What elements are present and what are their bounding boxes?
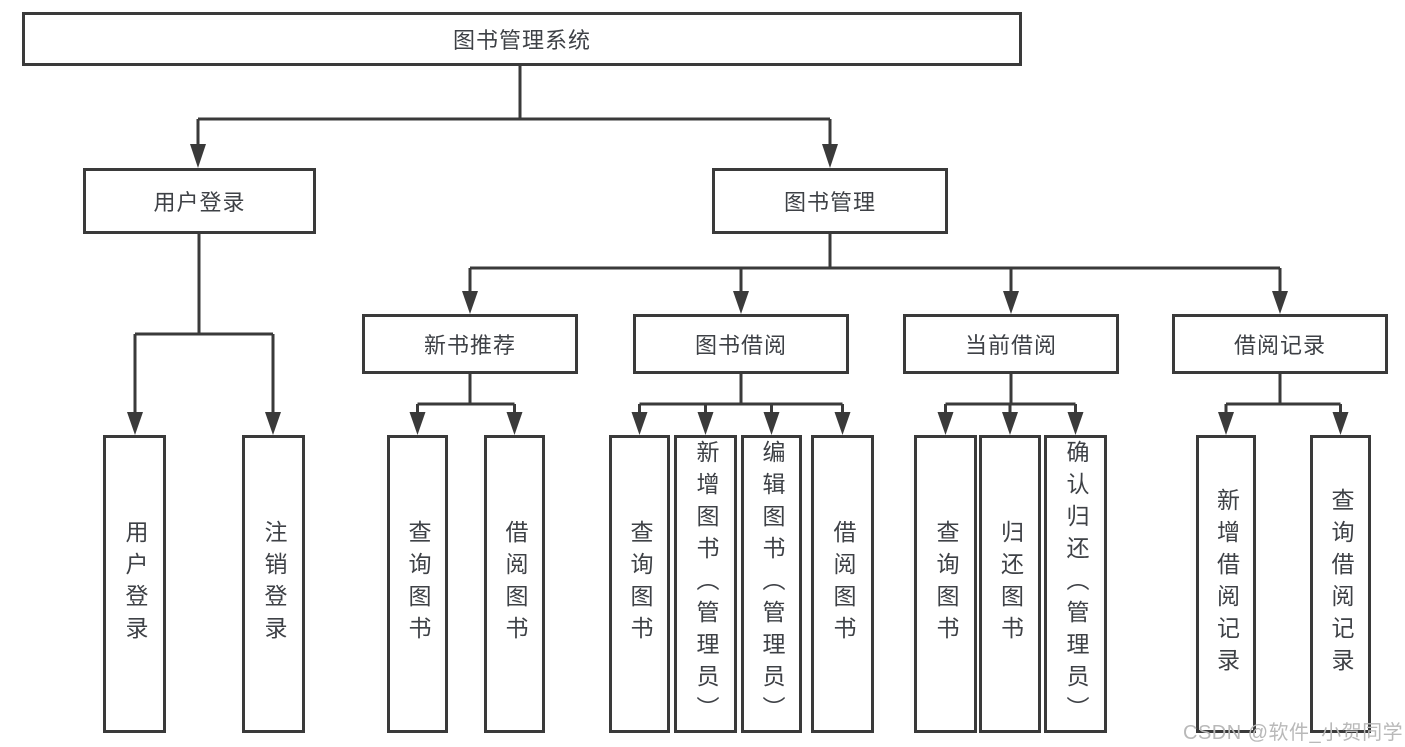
- leaf-edit-book-admin: 编辑图书（管理员）: [741, 435, 802, 733]
- leaf-logout: 注销登录: [242, 435, 305, 733]
- leaf-confirm-return-admin-label: 确认归还（管理员）: [1063, 440, 1089, 728]
- leaf-query-books-current: 查询图书: [914, 435, 977, 733]
- leaf-borrow-books: 借阅图书: [811, 435, 874, 733]
- csdn-watermark: CSDN @软件_小贺同学: [1183, 722, 1404, 744]
- leaf-borrow-books-recommend-label: 借阅图书: [502, 520, 528, 648]
- leaf-query-borrow-record: 查询借阅记录: [1310, 435, 1371, 733]
- leaf-query-books-borrow: 查询图书: [609, 435, 670, 733]
- leaf-add-book-admin: 新增图书（管理员）: [674, 435, 737, 733]
- leaf-add-book-admin-label: 新增图书（管理员）: [693, 440, 719, 728]
- node-new-book-recommend-label: 新书推荐: [423, 333, 516, 358]
- node-book-borrow-label: 图书借阅: [694, 333, 787, 358]
- node-current-borrow-label: 当前借阅: [964, 333, 1057, 358]
- leaf-query-books-recommend-label: 查询图书: [405, 520, 431, 648]
- leaf-query-books-current-label: 查询图书: [933, 520, 959, 648]
- node-user-login: 用户登录: [83, 168, 316, 234]
- node-book-management-label: 图书管理: [783, 190, 876, 215]
- leaf-add-borrow-record-label: 新增借阅记录: [1213, 488, 1240, 680]
- node-user-login-label: 用户登录: [153, 190, 246, 215]
- leaf-query-books-recommend: 查询图书: [387, 435, 448, 733]
- node-root-system-label: 图书管理系统: [452, 28, 591, 53]
- node-current-borrow: 当前借阅: [903, 314, 1119, 374]
- node-book-borrow: 图书借阅: [633, 314, 849, 374]
- leaf-edit-book-admin-label: 编辑图书（管理员）: [759, 440, 785, 728]
- leaf-query-borrow-record-label: 查询借阅记录: [1328, 488, 1354, 680]
- leaf-user-login: 用户登录: [103, 435, 166, 733]
- leaf-add-borrow-record: 新增借阅记录: [1196, 435, 1256, 733]
- leaf-return-books-label: 归还图书: [997, 520, 1024, 648]
- leaf-return-books: 归还图书: [979, 435, 1041, 733]
- node-new-book-recommend: 新书推荐: [362, 314, 578, 374]
- leaf-borrow-books-label: 借阅图书: [830, 520, 856, 648]
- leaf-confirm-return-admin: 确认归还（管理员）: [1044, 435, 1107, 733]
- leaf-user-login-label: 用户登录: [122, 520, 148, 648]
- node-borrow-records: 借阅记录: [1172, 314, 1388, 374]
- node-book-management: 图书管理: [712, 168, 948, 234]
- leaf-query-books-borrow-label: 查询图书: [627, 520, 653, 648]
- node-root-system: 图书管理系统: [22, 12, 1022, 66]
- leaf-logout-label: 注销登录: [261, 520, 287, 648]
- node-borrow-records-label: 借阅记录: [1233, 333, 1326, 358]
- leaf-borrow-books-recommend: 借阅图书: [484, 435, 545, 733]
